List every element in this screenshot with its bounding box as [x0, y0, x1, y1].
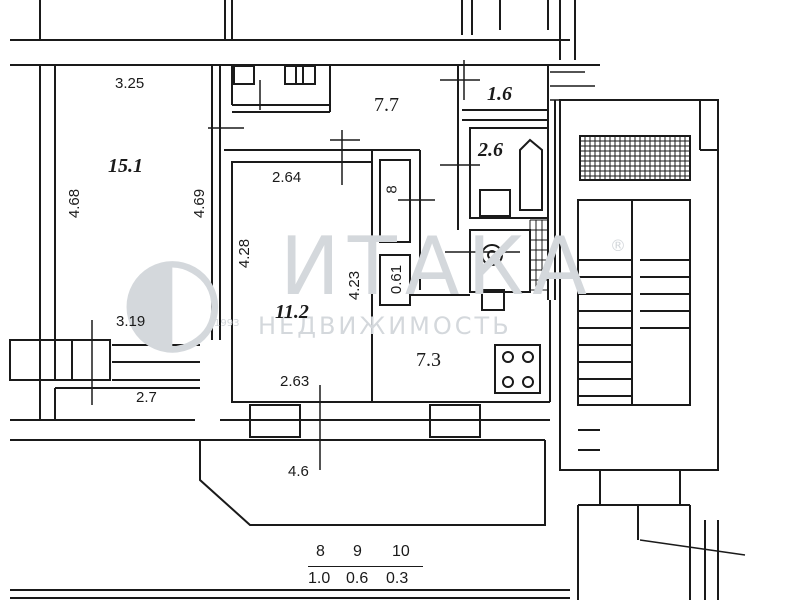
vent-grid: [529, 135, 691, 291]
bath-area: 2.6: [478, 139, 503, 161]
room-11-2-top-dimension: 2.64: [272, 169, 302, 186]
kitchen-area: 7.3: [416, 349, 441, 371]
watermark-year: 1993: [214, 318, 240, 329]
wall-lines: [9, 0, 719, 600]
watermark-registered-mark: ®: [610, 236, 626, 255]
room-11-2-bottom-dimension: 2.63: [280, 373, 310, 390]
wc-area: 1.6: [487, 83, 512, 105]
fixture-number: 8: [316, 543, 325, 560]
room-15-1-bottom-dimension: 3.19: [116, 313, 146, 330]
watermark-subtitle: НЕДВИЖИМОСТЬ: [258, 312, 512, 340]
watermark-logo-shape: ◐: [120, 228, 225, 367]
room-11-2-area: 11.2: [275, 301, 309, 323]
fixtures-table-divider: [308, 566, 423, 567]
balcony-bottom-dimension: 4.6: [288, 463, 309, 480]
kitchen-niche-dimension: 0.61: [388, 264, 406, 295]
fixture-number: 9: [353, 543, 362, 560]
door-tick-marks: [91, 60, 746, 556]
room-15-1-top-dimension: 3.25: [115, 75, 145, 92]
room-11-2-left-dimension: 4.28: [236, 238, 254, 269]
room-11-2-right-dimension: 4.23: [346, 270, 364, 301]
room-15-1-right-dimension: 4.69: [191, 188, 209, 219]
watermark-brand: ИТАКА: [280, 220, 595, 313]
fixture-area: 1.0: [308, 570, 331, 587]
balcony-left-dimension: 2.7: [136, 389, 157, 406]
fixture-number: 10: [392, 543, 410, 560]
stair-steps: [578, 259, 632, 397]
room-15-1-left-dimension: 4.68: [66, 188, 84, 219]
stair-steps-right: [578, 259, 690, 471]
room-15-1-area: 15.1: [108, 155, 143, 177]
fixture-area: 0.3: [386, 570, 409, 587]
fixture-area: 0.6: [346, 570, 369, 587]
hall-area: 7.7: [374, 94, 399, 116]
closet-label: 8: [383, 185, 401, 194]
